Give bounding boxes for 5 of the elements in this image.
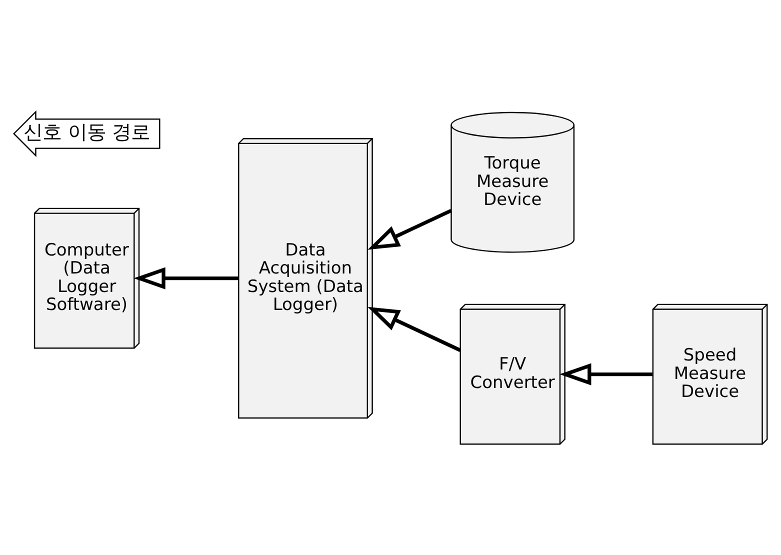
arrow xyxy=(368,208,452,250)
arrow xyxy=(134,266,238,289)
legend-label: 신호 이동 경로 xyxy=(24,120,150,143)
arrow xyxy=(368,306,462,352)
arrow xyxy=(560,362,652,385)
